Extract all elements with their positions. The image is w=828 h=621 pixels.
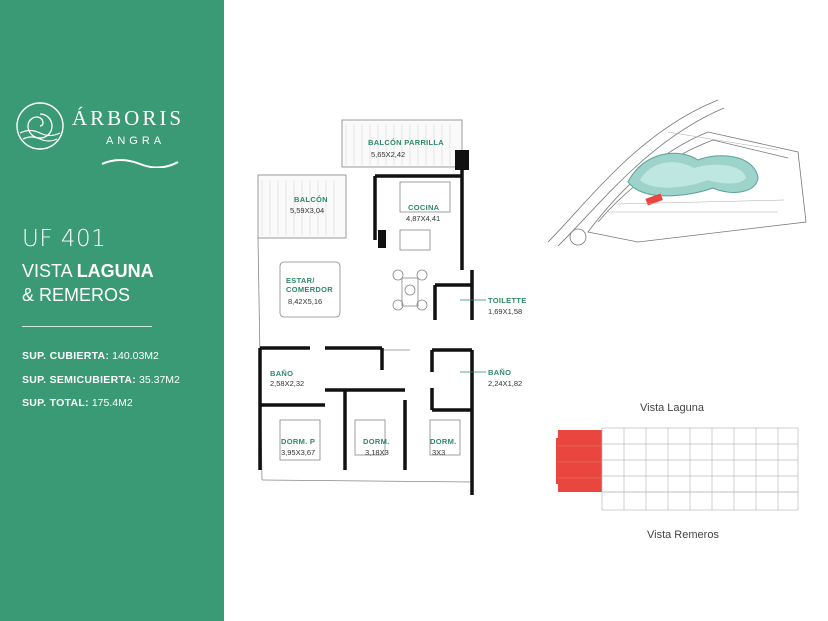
caption-vista-laguna: Vista Laguna [640,402,705,414]
room-dims-bano-2: 2,24X1,82 [488,379,523,388]
brand-name: ÁRBORIS [72,106,185,130]
room-label-dorm-3: DORM. [430,437,457,446]
room-dims-estar-comedor: 8,42X5,16 [288,297,323,306]
wave-icon [101,159,179,168]
sidebar-panel: ÁRBORIS ANGRA UF 401 VISTA LAGUNA & REME… [0,0,224,621]
unit-code: UF 401 [22,226,107,252]
room-label-bano-1: BAÑO [270,369,294,378]
spec-semicubierta: SUP. SEMICUBIERTA: 35.37M2 [22,374,180,386]
brand-logo: ÁRBORIS ANGRA [14,98,214,170]
room-dims-balcon: 5,59X3,04 [290,206,325,215]
room-dims-dorm-p: 3,95X3,67 [281,448,316,457]
room-dims-dorm-3: 3X3 [432,448,446,457]
spec-cubierta: SUP. CUBIERTA: 140.03M2 [22,350,159,362]
spec-label: SUP. CUBIERTA: [22,350,110,362]
spec-label: SUP. TOTAL: [22,397,89,409]
logo-emblem-icon [16,102,64,150]
room-dims-cocina: 4,87X4,41 [406,214,441,223]
unit-view-line2: & REMEROS [22,285,131,305]
room-label-estar-comedor: ESTAR/ COMERDOR [286,276,333,294]
room-label-balcon: BALCÓN [294,195,328,204]
room-dims-toilette: 1,69X1,58 [488,307,523,316]
room-dims-dorm-2: 3,18X3 [365,448,389,457]
room-label-bano-2: BAÑO [488,368,512,377]
unit-view-laguna: LAGUNA [76,261,154,281]
spec-total: SUP. TOTAL: 175.4M2 [22,397,133,409]
elevation-drawing [556,427,799,511]
brand-subname: ANGRA [106,135,166,147]
site-map [547,92,812,252]
room-dims-balcon-parrilla: 5,65X2,42 [371,150,406,159]
spec-value: 35.37M2 [139,374,180,386]
spec-value: 140.03M2 [112,350,159,362]
building-elevation [554,420,802,520]
unit-view: VISTA LAGUNA & REMEROS [22,259,154,307]
room-label-dorm-2: DORM. [363,437,390,446]
room-label-cocina: COCINA [408,203,440,212]
site-map-drawing [547,99,807,247]
spec-value: 175.4M2 [91,397,133,409]
spec-label: SUP. SEMICUBIERTA: [22,374,137,386]
divider [22,326,152,327]
caption-vista-remeros: Vista Remeros [647,529,719,541]
room-label-dorm-p: DORM. P [281,437,316,446]
room-dims-bano-1: 2,58X2,32 [270,379,305,388]
room-label-toilette: TOILETTE [488,296,527,305]
floor-plan-drawing [257,119,474,495]
unit-view-prefix: VISTA [22,261,77,281]
floor-plan: BALCÓN PARRILLA 5,65X2,42 BALCÓN 5,59X3,… [250,110,550,505]
room-label-balcon-parrilla: BALCÓN PARRILLA [368,138,445,147]
